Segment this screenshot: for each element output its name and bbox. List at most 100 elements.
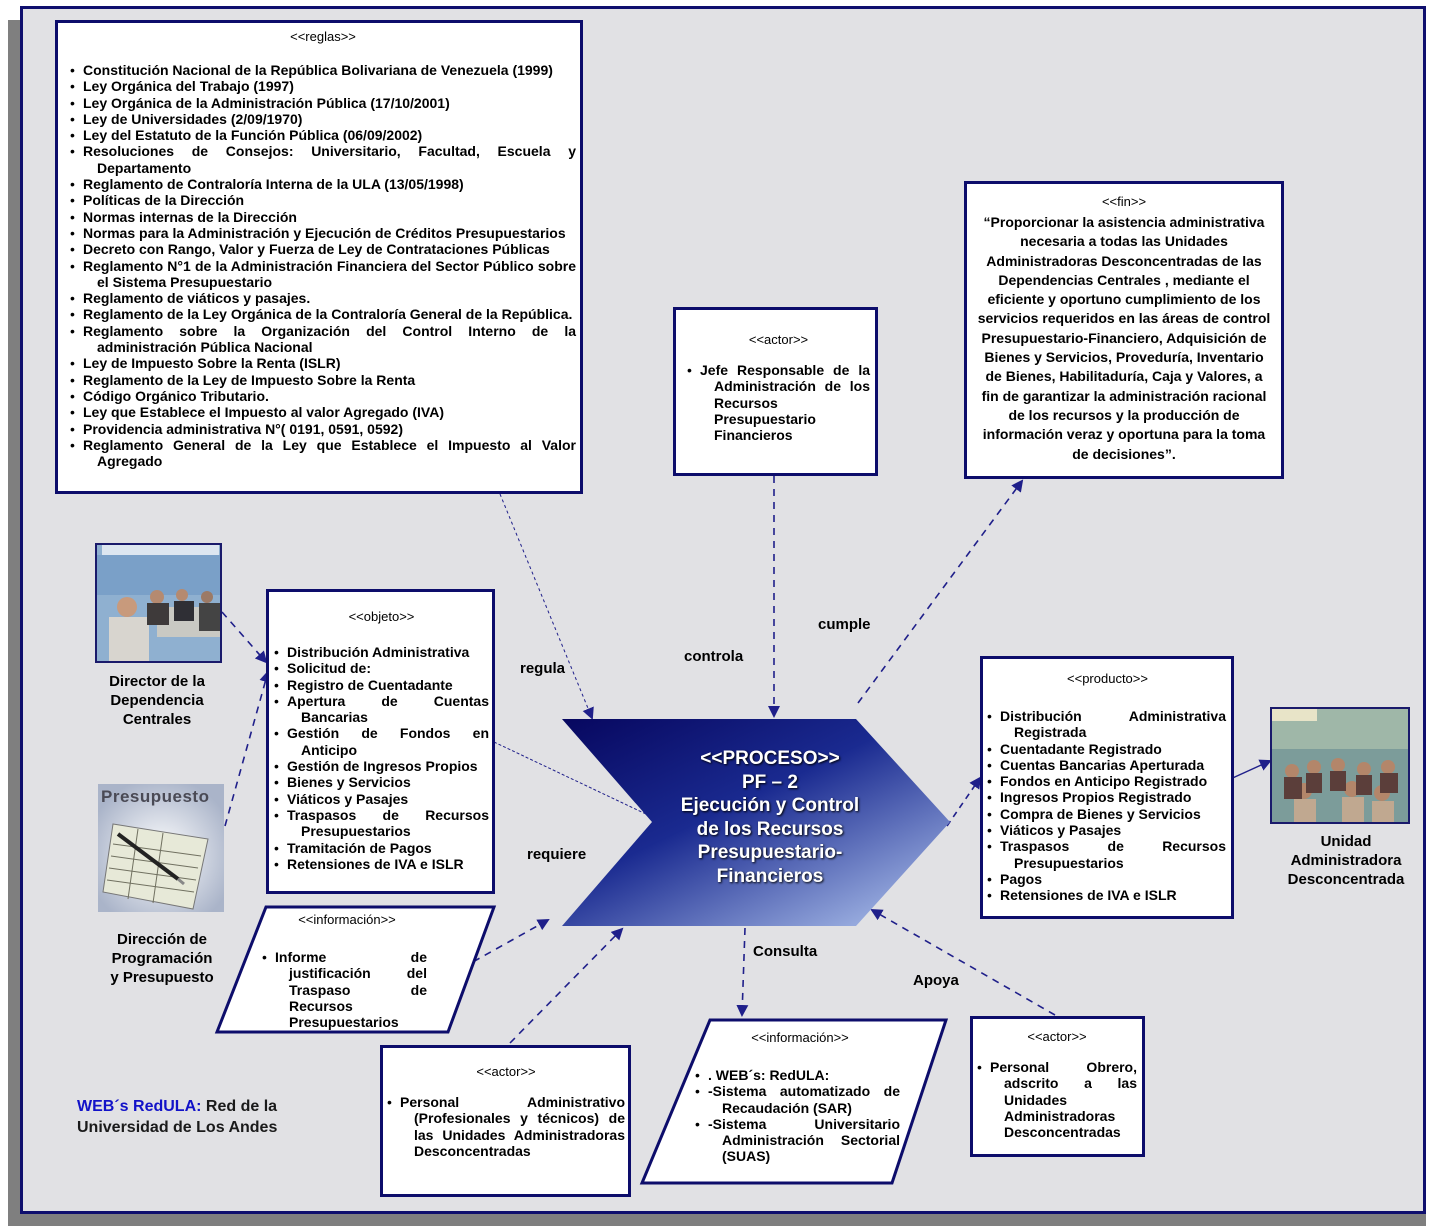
- objeto-item: Bienes y Servicios: [274, 774, 489, 791]
- informacion-bottom-list: . WEB´s: RedULA:-Sistema automatizado de…: [695, 1067, 900, 1165]
- presupuesto-caption-line-2: Programación: [111, 950, 213, 967]
- producto-item: Cuentas Bancarias Aperturada: [987, 757, 1226, 774]
- unidad-caption: Unidad Administradora Desconcentrada: [1276, 832, 1416, 889]
- legend-rest: Red de la: [201, 1098, 278, 1115]
- producto-item: Fondos en Anticipo Registrado: [987, 773, 1226, 790]
- objeto-item: Viáticos y Pasajes: [274, 791, 489, 808]
- arrow-consulta: [736, 927, 749, 1017]
- arrow-requiere: [461, 919, 550, 969]
- edge-label-requiere: requiere: [527, 846, 587, 863]
- director-caption-line-1: Director de la: [109, 673, 205, 690]
- producto-header: <<producto>>: [1067, 671, 1148, 686]
- actor-top-box: <<actor>> Jefe Responsable de la Adminis…: [673, 307, 878, 476]
- edge-label-regula: regula: [520, 660, 566, 677]
- producto-item: Cuentadante Registrado: [987, 741, 1226, 758]
- edge-label-apoya: Apoya: [913, 972, 959, 989]
- arrow-director: [221, 611, 268, 664]
- actor-bottom-left-item: Personal Administrativo (Profesionales y…: [387, 1094, 625, 1159]
- legend: WEB´s RedULA: Red de la Universidad de L…: [77, 1096, 277, 1138]
- presupuesto-image: Presupuesto: [98, 784, 224, 912]
- reglas-header: <<reglas>>: [290, 29, 356, 44]
- reglas-item: Ley que Establece el Impuesto al valor A…: [70, 404, 576, 421]
- edge-label-consulta: Consulta: [753, 943, 818, 960]
- proceso-line-3: Ejecución y Control: [680, 795, 860, 816]
- arrow-regula: [499, 493, 594, 720]
- actor-bottom-right-box: <<actor>> Personal Obrero, adscrito a la…: [970, 1016, 1145, 1157]
- producto-item: Retensiones de IVA e ISLR: [987, 887, 1226, 904]
- director-caption-line-3: Centrales: [122, 711, 192, 728]
- legend-line-2: Universidad de Los Andes: [77, 1119, 278, 1136]
- reglas-item: Reglamento N°1 de la Administración Fina…: [70, 258, 576, 291]
- actor-bottom-left-box: <<actor>> Personal Administrativo (Profe…: [380, 1045, 631, 1197]
- objeto-item: Distribución Administrativa: [274, 644, 489, 661]
- reglas-item: Reglamento General de la Ley que Estable…: [70, 437, 576, 470]
- presupuesto-image-title: Presupuesto: [101, 787, 210, 806]
- objeto-item: Retensiones de IVA e ISLR: [274, 856, 489, 873]
- objeto-box: <<objeto>> Distribución AdministrativaSo…: [266, 589, 495, 894]
- proceso-line-4: de los Recursos: [696, 818, 844, 840]
- edge-label-controla: controla: [684, 648, 744, 665]
- arrow-apoya: [870, 909, 1056, 1016]
- objeto-header: <<objeto>>: [348, 609, 415, 624]
- proceso-line-1: <<PROCESO>>: [700, 748, 840, 769]
- reglas-item: Ley de Impuesto Sobre la Renta (ISLR): [70, 355, 576, 372]
- fin-box: <<fin>> “Proporcionar la asistencia admi…: [964, 181, 1284, 479]
- reglas-item: Reglamento de Contraloría Interna de la …: [70, 176, 576, 193]
- presupuesto-caption-line-3: y Presupuesto: [110, 969, 214, 986]
- actor-top-header: <<actor>>: [748, 332, 809, 347]
- reglas-item: Reglamento de la Ley de Impuesto Sobre l…: [70, 372, 576, 389]
- proceso-line-5: Presupuestario-: [697, 842, 843, 863]
- presupuesto-caption: Dirección de Programación y Presupuesto: [92, 930, 232, 987]
- line-objeto-proceso: [493, 741, 649, 816]
- informacion-left-list: Informe de justificación del Traspaso de…: [262, 949, 427, 1030]
- informacion-bottom-item: . WEB´s: RedULA:: [695, 1067, 900, 1084]
- reglas-list: Constitución Nacional de la República Bo…: [70, 62, 576, 469]
- reglas-item: Ley Orgánica de la Administración Públic…: [70, 95, 576, 112]
- fin-header: <<fin>>: [1101, 194, 1147, 209]
- arrow-presupuesto: [224, 670, 272, 827]
- legend-redula: RedULA:: [133, 1098, 202, 1115]
- reglas-box: <<reglas>> Constitución Nacional de la R…: [55, 20, 583, 494]
- group-image: [1272, 709, 1408, 822]
- reglas-item: Constitución Nacional de la República Bo…: [70, 62, 576, 79]
- informacion-bottom-item: -Sistema Universitario Administración Se…: [695, 1116, 900, 1165]
- reglas-item: Resoluciones de Consejos: Universitario,…: [70, 143, 576, 176]
- reglas-item: Normas para la Administración y Ejecució…: [70, 225, 576, 242]
- director-caption: Director de la Dependencia Centrales: [92, 672, 222, 729]
- producto-item: Pagos: [987, 871, 1226, 888]
- unidad-caption-line-1: Unidad: [1320, 833, 1372, 850]
- informacion-left: <<información>> Informe de justificación…: [262, 909, 432, 1030]
- actor-bottom-right-header: <<actor>>: [1027, 1029, 1087, 1044]
- director-photo: [95, 543, 222, 663]
- objeto-item: Tramitación de Pagos: [274, 840, 489, 857]
- actor-bottom-left-list: Personal Administrativo (Profesionales y…: [387, 1094, 625, 1159]
- objeto-item: Gestión de Ingresos Propios: [274, 758, 489, 775]
- legend-web: WEB´s: [77, 1098, 129, 1115]
- meeting-image: [97, 545, 220, 661]
- reglas-item: Normas internas de la Dirección: [70, 209, 576, 226]
- informacion-left-item: Informe de justificación del Traspaso de…: [262, 949, 427, 1030]
- producto-item: Distribución Administrativa Registrada: [987, 708, 1226, 741]
- objeto-item: Registro de Cuentadante: [274, 677, 489, 694]
- reglas-item: Providencia administrativa N°( 0191, 059…: [70, 421, 576, 438]
- edge-label-cumple: cumple: [818, 616, 871, 633]
- presupuesto-caption-line-1: Dirección de: [116, 931, 208, 948]
- informacion-left-header: <<información>>: [298, 912, 396, 927]
- reglas-item: Reglamento de la Ley Orgánica de la Cont…: [70, 306, 576, 323]
- actor-bottom-right-item: Personal Obrero, adscrito a las Unidades…: [977, 1059, 1137, 1140]
- reglas-item: Reglamento de viáticos y pasajes.: [70, 290, 576, 307]
- actor-bottom-left-header: <<actor>>: [476, 1064, 536, 1079]
- objeto-item: Apertura de Cuentas Bancarias: [274, 693, 489, 726]
- actor-bottom-right-list: Personal Obrero, adscrito a las Unidades…: [977, 1059, 1137, 1140]
- proceso-label: <<PROCESO>> PF – 2 Ejecución y Control d…: [640, 747, 900, 888]
- actor-top-item: Jefe Responsable de la Administración de…: [687, 362, 870, 443]
- director-caption-line-2: Dependencia: [110, 692, 204, 709]
- informacion-bottom-header: <<información>>: [751, 1030, 849, 1045]
- unidad-photo: [1270, 707, 1410, 824]
- producto-item: Ingresos Propios Registrado: [987, 789, 1226, 806]
- arrow-producto: [946, 776, 982, 827]
- producto-item: Traspasos de Recursos Presupuestarios: [987, 838, 1226, 871]
- reglas-item: Políticas de la Dirección: [70, 192, 576, 209]
- reglas-item: Ley del Estatuto de la Función Pública (…: [70, 127, 576, 144]
- objeto-item: Traspasos de Recursos Presupuestarios: [274, 807, 489, 840]
